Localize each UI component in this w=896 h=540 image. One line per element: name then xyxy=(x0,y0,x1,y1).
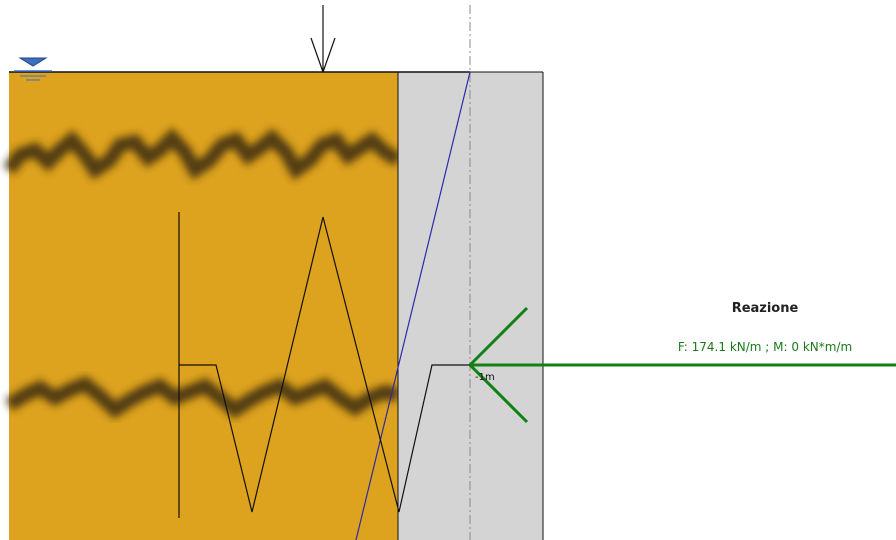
reaction-title: Reazione xyxy=(731,301,799,316)
pressure-line xyxy=(355,71,471,540)
depth-label: -1m xyxy=(475,372,495,383)
anchor-spring-icon xyxy=(178,212,470,518)
load-arrow-icon xyxy=(310,5,336,73)
soil-texture-band-lower xyxy=(5,375,400,419)
reaction-values: F: 174.1 kN/m ; M: 0 kN*m/m xyxy=(677,340,853,354)
water-level-icon xyxy=(14,57,52,81)
reaction-arrow-icon xyxy=(468,306,896,424)
soil-texture-band-upper xyxy=(3,127,402,181)
